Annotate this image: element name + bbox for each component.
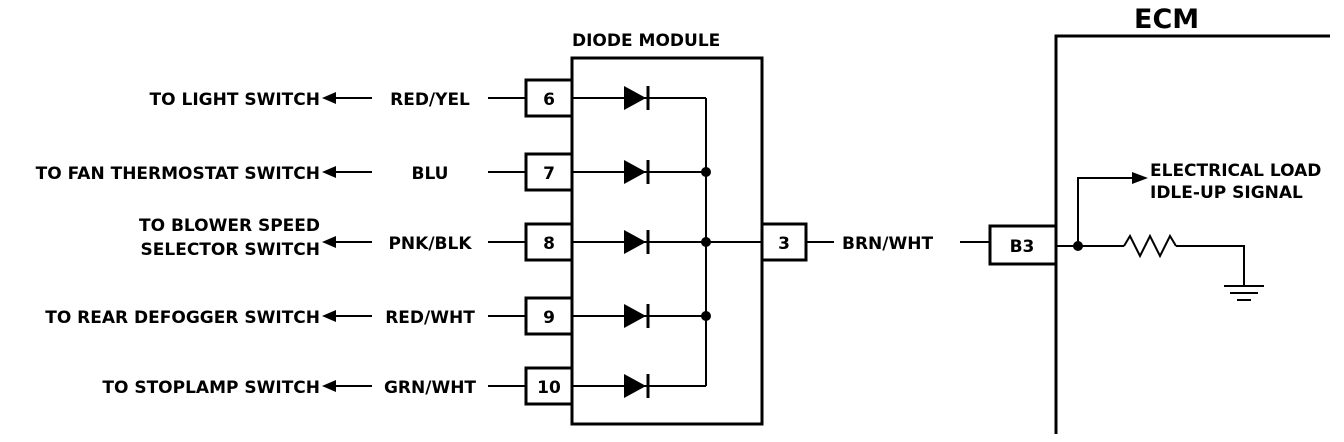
wire-color-label: BLU <box>412 164 449 184</box>
input-row: TO LIGHT SWITCH RED/YEL 6 <box>150 78 706 118</box>
signal-label-line1: ELECTRICAL LOAD <box>1150 161 1321 181</box>
connector-pin-number: 7 <box>543 164 555 184</box>
arrow-left-icon <box>322 236 336 248</box>
wire-color-label: RED/WHT <box>385 308 475 328</box>
resistor-to-ground <box>1176 245 1245 286</box>
input-row: TO FAN THERMOSTAT SWITCH BLU 7 <box>36 152 711 192</box>
connector-pin-box <box>524 366 574 406</box>
connector-pin-number: 10 <box>537 378 561 398</box>
ecm-pin-box <box>988 224 1058 266</box>
wire-color-label: GRN/WHT <box>384 378 476 398</box>
wire-color-label: PNK/BLK <box>388 234 472 254</box>
destination-label: TO BLOWER SPEED <box>139 216 320 236</box>
ground-icon <box>1224 285 1264 301</box>
diode-icon <box>624 86 646 110</box>
connector-pin-number: 8 <box>543 234 555 254</box>
diode-module-title: DIODE MODULE <box>572 31 720 51</box>
arrow-left-icon <box>322 310 336 322</box>
signal-arrow-icon <box>1132 172 1148 184</box>
arrow-left-icon <box>322 380 336 392</box>
diode-icon <box>624 304 646 328</box>
input-row: TO STOPLAMP SWITCH GRN/WHT 10 <box>102 366 706 406</box>
junction-dot <box>701 167 711 177</box>
destination-label: TO STOPLAMP SWITCH <box>102 378 320 398</box>
output-pin-box <box>760 222 808 262</box>
arrow-left-icon <box>322 166 336 178</box>
destination-label: TO FAN THERMOSTAT SWITCH <box>36 164 320 184</box>
input-row: TO BLOWER SPEED SELECTOR SWITCH PNK/BLK 8 <box>139 216 711 262</box>
connector-pin-number: 9 <box>543 308 555 328</box>
destination-label: TO LIGHT SWITCH <box>150 90 320 110</box>
ecm-pin-number: B3 <box>1010 237 1035 257</box>
signal-branch <box>1077 177 1136 246</box>
junction-dot <box>701 237 711 247</box>
connector-pin-number: 6 <box>543 90 555 110</box>
destination-label: SELECTOR SWITCH <box>141 240 320 260</box>
junction-dot <box>701 311 711 321</box>
wire-color-label: RED/YEL <box>390 90 470 110</box>
diode-icon <box>624 374 646 398</box>
output-pin-number: 3 <box>778 234 790 254</box>
arrow-left-icon <box>322 92 336 104</box>
ecm-outline <box>1054 34 1330 434</box>
input-row: TO REAR DEFOGGER SWITCH RED/WHT 9 <box>45 296 711 336</box>
diode-icon <box>624 230 646 254</box>
input-rows: TO LIGHT SWITCH RED/YEL 6 TO FAN THERMOSTAT… <box>36 78 711 406</box>
destination-label: TO REAR DEFOGGER SWITCH <box>45 308 320 328</box>
resistor-icon <box>1123 233 1177 259</box>
signal-label-line2: IDLE-UP SIGNAL <box>1150 183 1303 203</box>
ecm-title: ECM <box>1134 4 1199 35</box>
output-wire-color: BRN/WHT <box>842 234 933 254</box>
diode-icon <box>624 160 646 184</box>
